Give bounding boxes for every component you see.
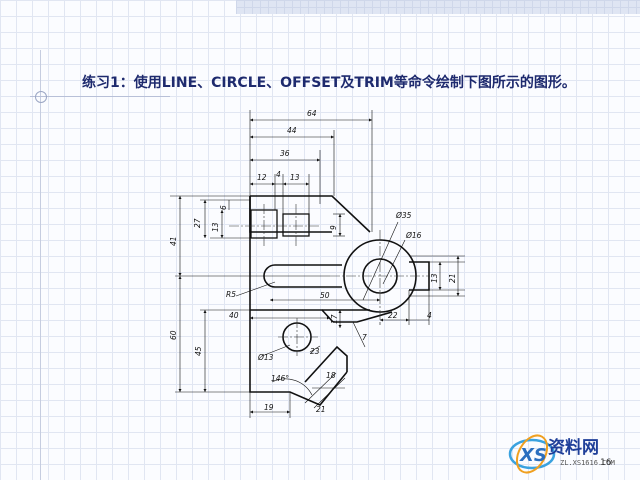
dim-13-top: 13 — [290, 173, 300, 182]
exercise-title: 练习1：使用LINE、CIRCLE、OFFSET及TRIM等命令绘制下图所示的图… — [82, 75, 576, 91]
dim-9: 9 — [329, 225, 338, 230]
logo-text: 资料网 — [548, 438, 599, 458]
dim-21-bottom: 21 — [316, 405, 326, 414]
dim-44: 44 — [287, 126, 297, 135]
dim-6: 6 — [219, 205, 228, 210]
dim-21-right: 21 — [448, 273, 457, 283]
page-number: 16 — [600, 458, 612, 468]
dim-45: 45 — [194, 346, 203, 356]
dimension-lines — [170, 110, 465, 418]
dim-4-right: 4 — [427, 311, 432, 320]
dim-angle-146: 146° — [271, 374, 289, 383]
site-logo-icon: XS — [508, 434, 556, 474]
title-underline — [30, 96, 170, 97]
svg-text:XS: XS — [519, 445, 547, 466]
dim-22: 22 — [388, 311, 398, 320]
cad-drawing: 64 44 36 12 4 13 27 13 6 9 41 Ø35 Ø16 R5… — [169, 109, 465, 418]
dim-r5: R5 — [226, 290, 236, 299]
dim-40: 40 — [229, 311, 239, 320]
dim-36: 36 — [280, 149, 290, 158]
dim-phi35: Ø35 — [395, 211, 412, 220]
dim-60: 60 — [169, 330, 178, 340]
dimension-labels: 64 44 36 12 4 13 27 13 6 9 41 Ø35 Ø16 R5… — [169, 109, 457, 414]
dim-18: 18 — [326, 371, 336, 380]
dim-64: 64 — [307, 109, 317, 118]
dim-17: 17 — [330, 314, 339, 324]
dim-7: 7 — [362, 333, 367, 342]
dim-23: 23 — [310, 347, 320, 356]
dim-19: 19 — [264, 403, 274, 412]
dim-13-left: 13 — [211, 222, 220, 232]
decorative-circle-icon — [35, 91, 47, 103]
center-lines — [229, 204, 430, 356]
dim-4: 4 — [276, 170, 281, 179]
dim-phi13: Ø13 — [257, 353, 274, 362]
dim-13-right: 13 — [430, 273, 439, 283]
dim-27: 27 — [193, 218, 202, 228]
dim-41: 41 — [169, 236, 178, 246]
decorative-vertical-line — [40, 50, 41, 480]
dim-50: 50 — [320, 291, 330, 300]
dim-phi16: Ø16 — [405, 231, 422, 240]
top-block-features — [250, 209, 310, 239]
top-decoration-band — [236, 0, 640, 14]
logo-url: ZL.XS1616.COM — [560, 459, 615, 467]
dim-12: 12 — [257, 173, 267, 182]
